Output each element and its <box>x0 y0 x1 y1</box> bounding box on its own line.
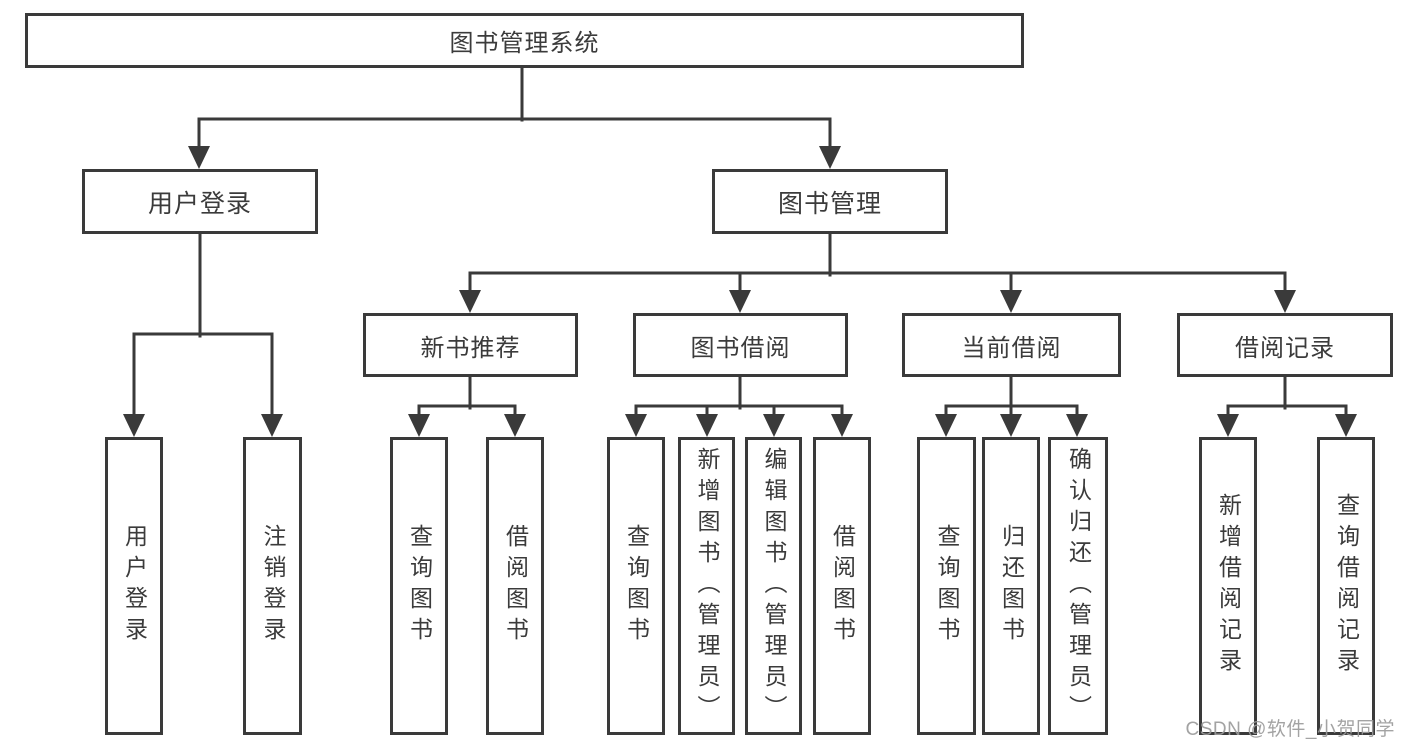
leaf-add-books-admin: 新增图书（管理员） <box>678 437 735 735</box>
leaf-user-login: 用户登录 <box>105 437 163 735</box>
node-new-book-recommend: 新书推荐 <box>363 313 578 377</box>
node-user-login-label: 用户登录 <box>147 189 252 218</box>
node-current-borrow: 当前借阅 <box>902 313 1121 377</box>
leaf-logout: 注销登录 <box>243 437 302 735</box>
leaf-confirm-return-admin: 确认归还（管理员） <box>1048 437 1108 735</box>
leaf-add-borrow-record: 新增借阅记录 <box>1199 437 1257 735</box>
leaf-borrow-books: 借阅图书 <box>486 437 544 735</box>
leaf-return-books: 归还图书 <box>982 437 1040 735</box>
leaf-borrow-books: 借阅图书 <box>813 437 871 735</box>
leaf-query-books: 查询图书 <box>917 437 976 735</box>
node-root: 图书管理系统 <box>25 13 1024 68</box>
node-user-login: 用户登录 <box>82 169 318 234</box>
node-new-book-recommend-label: 新书推荐 <box>420 334 521 362</box>
node-book-management: 图书管理 <box>712 169 948 234</box>
leaf-query-books: 查询图书 <box>390 437 448 735</box>
node-current-borrow-label: 当前借阅 <box>961 334 1062 362</box>
leaf-query-books: 查询图书 <box>607 437 665 735</box>
watermark: CSDN @软件_小贺同学 <box>1185 719 1395 740</box>
node-book-borrow-label: 图书借阅 <box>690 334 791 362</box>
node-book-borrow: 图书借阅 <box>633 313 848 377</box>
node-borrow-records: 借阅记录 <box>1177 313 1393 377</box>
node-root-label: 图书管理系统 <box>449 30 600 57</box>
node-borrow-records-label: 借阅记录 <box>1235 334 1335 362</box>
node-book-management-label: 图书管理 <box>777 189 882 218</box>
leaf-query-borrow-record: 查询借阅记录 <box>1317 437 1375 735</box>
leaf-edit-books-admin: 编辑图书（管理员） <box>745 437 802 735</box>
